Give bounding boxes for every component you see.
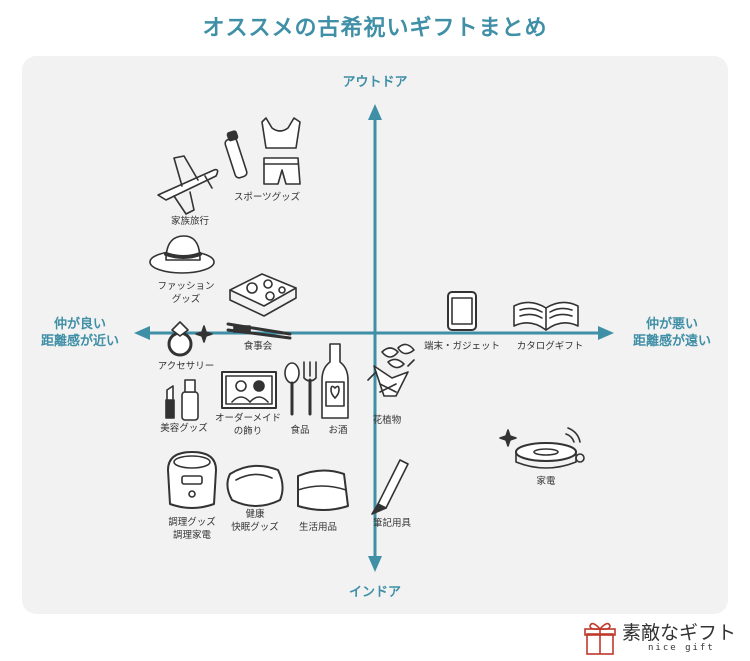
sports-top-icon: [261, 117, 301, 149]
label-appliance: 家電: [536, 476, 556, 487]
axis-label-right: 仲が悪い 距離感が遠い: [620, 316, 724, 350]
label-fashion: ファッション グッズ: [146, 280, 226, 306]
label-custom-decor: オーダーメイド の飾り: [210, 412, 286, 438]
axis-label-right-line2: 距離感が遠い: [632, 334, 711, 349]
axis-lines: [134, 104, 614, 572]
page-title: オススメの古希祝いギフトまとめ: [202, 16, 548, 41]
gift-box-icon: [584, 622, 616, 655]
label-stationery: 筆記用具: [372, 518, 411, 529]
bento-box-icon: [229, 273, 297, 317]
label-beauty-goods: 美容グッズ: [160, 423, 208, 434]
label-sleep-line1: 健康: [245, 509, 265, 520]
arrow-up-icon: [368, 104, 382, 120]
fountain-pen-icon: [371, 459, 409, 515]
ring-icon: [167, 321, 213, 357]
arrow-right-icon: [598, 326, 614, 340]
arrow-down-icon: [368, 556, 382, 572]
pillow-icon: [226, 464, 284, 507]
axis-label-bottom: インドア: [348, 585, 401, 600]
robot-vacuum-icon: [499, 427, 585, 469]
lipstick-icon: [165, 385, 175, 419]
axis-label-left-line1: 仲が良い: [53, 317, 106, 332]
catalog-book-icon: [513, 301, 579, 331]
chopsticks-icon: [226, 322, 292, 340]
spoon-icon: [284, 362, 300, 416]
hat-icon: [149, 235, 215, 274]
axis-label-top: アウトドア: [342, 75, 408, 90]
axis-label-right-line1: 仲が悪い: [645, 317, 698, 332]
arrow-left-icon: [134, 326, 150, 340]
label-fashion-line1: ファッション: [157, 281, 215, 292]
label-fashion-line2: グッズ: [171, 294, 201, 305]
label-device: 端末・ガジェット: [423, 341, 500, 352]
label-sleep: 健康 快眠グッズ: [220, 508, 290, 534]
label-sports-goods: スポーツグッズ: [233, 192, 301, 203]
tablet-icon: [447, 291, 477, 331]
axis-label-left-line2: 距離感が近い: [40, 334, 119, 349]
label-custom-decor-line1: オーダーメイド: [214, 413, 282, 424]
label-flowers: 花植物: [372, 415, 402, 426]
brand-logo: 素敵なギフト nice gift: [584, 618, 744, 658]
airplane-icon: [157, 155, 219, 215]
label-catalog-gift: カタログギフト: [516, 341, 584, 352]
label-dinner-party: 食事会: [243, 341, 273, 352]
label-sake: お酒: [328, 425, 348, 436]
towel-icon: [297, 469, 349, 511]
label-daily-goods: 生活用品: [298, 522, 337, 533]
cosmetic-bottle-icon: [181, 379, 199, 421]
brand-subtitle: nice gift: [648, 643, 715, 653]
axis-label-left: 仲が良い 距離感が近い: [30, 316, 130, 350]
label-custom-decor-line2: の飾り: [233, 426, 263, 437]
flower-bouquet-icon: [367, 343, 415, 397]
rice-cooker-icon: [167, 451, 217, 509]
label-sleep-line2: 快眠グッズ: [231, 522, 279, 533]
fork-icon: [303, 361, 317, 416]
label-cooking-line1: 調理グッズ: [168, 517, 216, 528]
label-family-travel: 家族旅行: [170, 216, 209, 227]
label-cooking-line2: 調理家電: [172, 530, 211, 541]
label-food: 食品: [290, 425, 310, 436]
label-cooking: 調理グッズ 調理家電: [154, 516, 230, 542]
photo-frame-icon: [221, 371, 277, 409]
sake-bottle-icon: [321, 343, 349, 419]
label-accessory: アクセサリー: [157, 361, 215, 372]
shorts-icon: [263, 157, 301, 185]
brand-name: 素敵なギフト: [622, 622, 737, 644]
sports-bottle-icon: [224, 130, 248, 179]
